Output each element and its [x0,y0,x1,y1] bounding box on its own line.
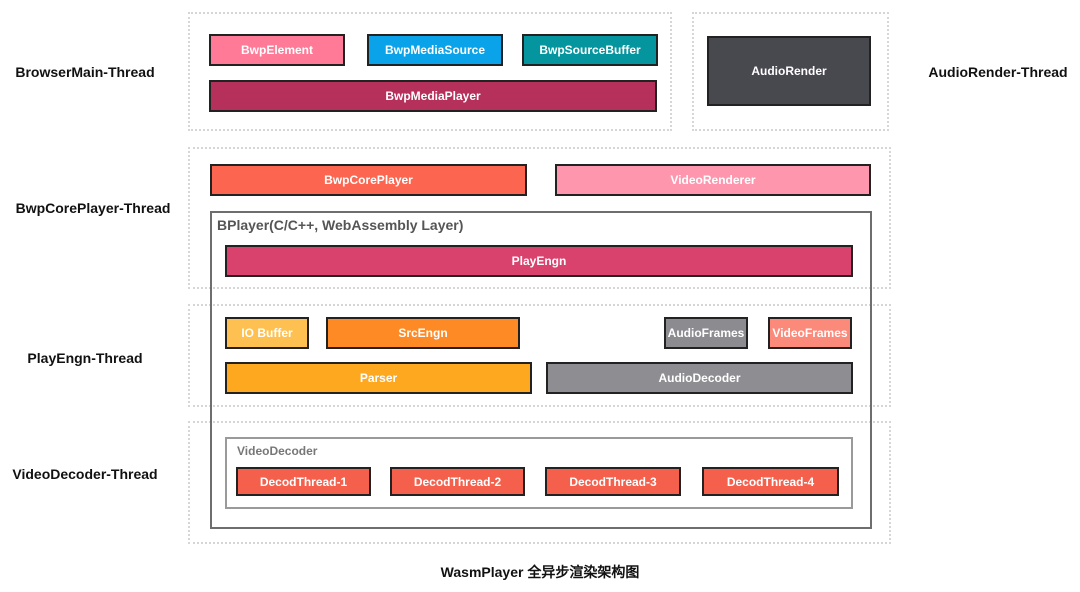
bwp-media-source-box: BwpMediaSource [367,34,503,66]
browser-main-thread-zone [188,12,672,131]
core-player-thread-zone [188,147,891,289]
bwp-core-player-box: BwpCorePlayer [210,164,527,196]
video-renderer-box: VideoRenderer [555,164,871,196]
label-browser-main-thread: BrowserMain-Thread [15,64,155,80]
audio-decoder-box: AudioDecoder [546,362,853,394]
bwp-source-buffer-box: BwpSourceBuffer [522,34,658,66]
label-audio-render-thread: AudioRender-Thread [928,64,1068,80]
decod-thread-2-box: DecodThread-2 [390,467,525,496]
bwp-media-player-box: BwpMediaPlayer [209,80,657,112]
video-decoder-title: VideoDecoder [237,444,318,458]
bwp-element-box: BwpElement [209,34,345,66]
bplayer-title: BPlayer(C/C++, WebAssembly Layer) [217,217,464,233]
label-play-engn-thread: PlayEngn-Thread [27,350,143,366]
label-video-decoder-thread: VideoDecoder-Thread [12,466,158,482]
decod-thread-1-box: DecodThread-1 [236,467,371,496]
video-frames-box: VideoFrames [768,317,852,349]
parser-box: Parser [225,362,532,394]
video-decoder-group [225,437,853,509]
decod-thread-3-box: DecodThread-3 [545,467,681,496]
audio-render-box: AudioRender [707,36,871,106]
video-decoder-thread-zone [188,421,891,544]
src-engn-box: SrcEngn [326,317,520,349]
play-engn-thread-zone [188,304,891,407]
audio-render-thread-zone [692,12,889,131]
bplayer-group [210,211,872,529]
audio-frames-box: AudioFrames [664,317,748,349]
diagram-caption: WasmPlayer 全异步渲染架构图 [440,564,640,580]
io-buffer-box: IO Buffer [225,317,309,349]
label-core-player-thread: BwpCorePlayer-Thread [15,200,171,216]
play-engn-box: PlayEngn [225,245,853,277]
decod-thread-4-box: DecodThread-4 [702,467,839,496]
